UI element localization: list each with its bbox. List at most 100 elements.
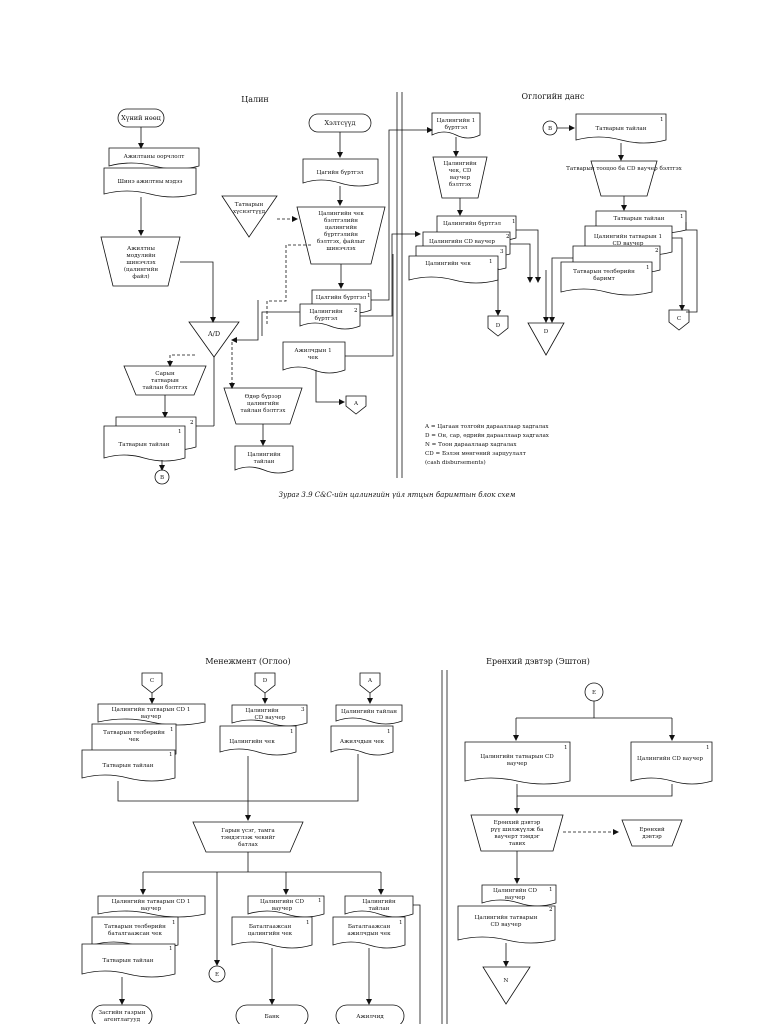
- payroll-report-doc: [335, 704, 403, 725]
- cd-voucher-approved: [247, 895, 325, 918]
- check-voucher-process: [432, 156, 488, 199]
- daily-report-process: [223, 387, 303, 425]
- cd-voucher-gl: [630, 741, 713, 785]
- employees-label: Ажилчид: [356, 1014, 384, 1020]
- svg-text:Татварын тооцоо ба CD ваучер б: Татварын тооцоо ба CD ваучер бэлтгэх: [566, 165, 683, 172]
- sign-approve-process: [192, 821, 304, 853]
- employees-terminal: [335, 1004, 405, 1024]
- approved-check-doc: [231, 916, 313, 949]
- payroll-processing: [296, 206, 386, 265]
- svg-text:Цалингийн чек: Цалингийн чек: [229, 739, 275, 745]
- svg-text:Татварын тайлан: Татварын тайлан: [614, 216, 665, 222]
- ad-label: A/D: [207, 330, 220, 338]
- svg-text:2: 2: [190, 420, 194, 426]
- bottom-diagram: Менежмент (Оглоо) Ерөнхий дэвтэр (Эштон)…: [81, 657, 713, 1024]
- svg-text:3: 3: [500, 249, 504, 255]
- connector-c-offpage: [668, 309, 690, 331]
- tax-report-doc: [81, 749, 176, 782]
- svg-text:Цалингийн чек: Цалингийн чек: [425, 261, 471, 267]
- svg-text:1: 1: [512, 219, 516, 225]
- connector-c: [141, 672, 163, 694]
- tax-agencies-terminal: [91, 1004, 153, 1024]
- time-register-document: [302, 158, 379, 187]
- svg-text:1: 1: [290, 729, 294, 735]
- svg-text:1: 1: [387, 729, 391, 735]
- connector-b-out: [154, 469, 170, 485]
- svg-text:Татварын тайлан: Татварын тайлан: [596, 126, 647, 132]
- connector-e-out: [208, 965, 226, 983]
- bank-label: Банк: [265, 1014, 280, 1020]
- svg-text:Цалингийн бүртгэл: Цалингийн бүртгэл: [443, 220, 501, 227]
- legend: A = Цагаан толгойн дарааллаар хадгалах D…: [424, 424, 550, 466]
- svg-text:E: E: [592, 690, 596, 696]
- svg-text:2: 2: [506, 234, 510, 240]
- svg-text:C: C: [677, 316, 681, 322]
- tax-report-label: Татварын тайлан: [119, 442, 170, 448]
- file-n: [482, 966, 531, 1005]
- svg-text:A = Цагаан толгойн дарааллаар: A = Цагаан толгойн дарааллаар хадгалах: [424, 424, 549, 430]
- svg-text:1: 1: [172, 920, 176, 926]
- svg-text:1: 1: [489, 259, 493, 265]
- tax-report-doc: [103, 425, 186, 462]
- svg-text:1: 1: [660, 117, 664, 123]
- svg-text:3: 3: [301, 707, 305, 713]
- top-diagram: Цалин Оглогийн данс Хүний нөөц Ажилтаны …: [100, 92, 698, 499]
- ad-master-file: [188, 321, 240, 358]
- svg-text:Цалингийн CD ваучер: Цалингийн CD ваучер: [637, 756, 703, 762]
- svg-text:1: 1: [169, 946, 173, 952]
- svg-text:CD = Бэлэн мөнгөний зарцуулалт: CD = Бэлэн мөнгөний зарцуулалт: [425, 451, 526, 457]
- new-employee-label: Шинэ ажилтны мэдээ: [118, 179, 183, 185]
- tax-cd-voucher-gl-out: [457, 905, 556, 944]
- tax-report-in: [575, 113, 667, 144]
- time-register-label: Цагийн бүртгэл: [317, 169, 364, 176]
- payroll-register-copy: [299, 303, 361, 330]
- svg-text:1: 1: [564, 745, 568, 751]
- module-update-process: [100, 236, 181, 287]
- hr-label: Хүний нөөц: [121, 114, 161, 122]
- svg-text:N: N: [504, 978, 509, 984]
- svg-text:1: 1: [549, 887, 553, 893]
- svg-text:1: 1: [367, 293, 371, 299]
- svg-text:D: D: [544, 329, 549, 335]
- svg-text:Татварын тайлан: Татварын тайлан: [103, 958, 154, 964]
- svg-text:Цалингийн тайлан: Цалингийн тайлан: [341, 709, 397, 715]
- employee-check-doc: [282, 341, 346, 374]
- payroll-check-doc: [219, 725, 297, 756]
- svg-text:N = Тоон дарааллаар хадгалах: N = Тоон дарааллаар хадгалах: [425, 442, 517, 448]
- payroll-register-label: Цалгийн бүртгэл: [316, 294, 367, 301]
- employee-check-doc: [330, 725, 394, 756]
- svg-text:1: 1: [169, 752, 173, 758]
- general-ledger-file: [621, 819, 683, 847]
- svg-text:Ажилчдын чек: Ажилчдын чек: [340, 739, 385, 745]
- svg-text:D = Он, сар, өдрийн дарааллаа: D = Он, сар, өдрийн дарааллаар хадгалах: [425, 433, 550, 439]
- ap-register-doc: [431, 112, 481, 139]
- svg-text:2: 2: [549, 907, 553, 913]
- connector-a-offpage: [345, 395, 367, 415]
- payroll-report-approved: [344, 895, 414, 918]
- tax-report-approved: [81, 943, 176, 978]
- header-payroll: Цалин: [241, 95, 269, 104]
- check-doc: [408, 255, 499, 284]
- connector-d-offpage: [487, 315, 509, 337]
- svg-text:1: 1: [178, 429, 182, 435]
- svg-text:2: 2: [354, 308, 358, 314]
- tax-cd-voucher-approved: [97, 895, 206, 918]
